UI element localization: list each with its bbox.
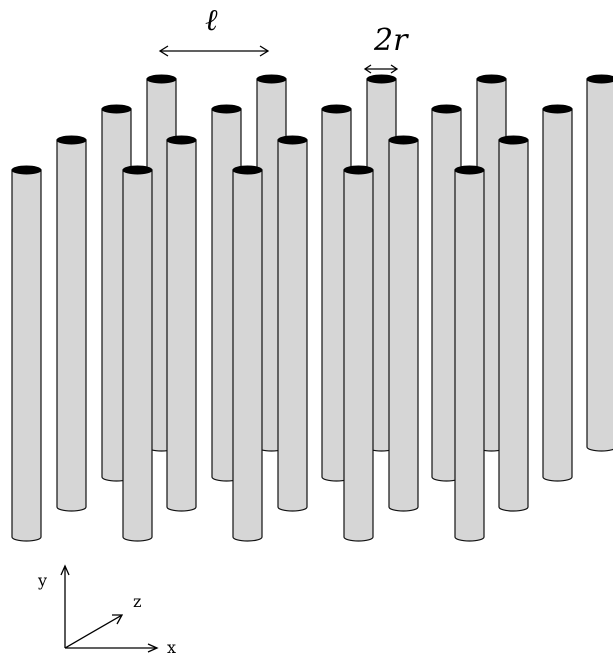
- rod-row-front: [11, 165, 485, 542]
- spacing-dimension: ℓ: [158, 3, 270, 57]
- rod-top-cap: [56, 135, 87, 145]
- rod: [498, 135, 529, 512]
- rod-body: [232, 169, 263, 542]
- rod-top-cap: [277, 135, 308, 145]
- x-axis-label: x: [167, 638, 176, 657]
- rod-top-cap: [11, 165, 42, 175]
- x-axis-arrowhead: [147, 643, 159, 653]
- y-axis-label: y: [37, 571, 47, 590]
- rod-top-cap: [431, 104, 462, 114]
- rod-top-cap: [498, 135, 529, 145]
- rod-body: [122, 169, 153, 542]
- coordinate-axes: y x z: [37, 564, 176, 657]
- diameter-arrowhead-right: [390, 64, 399, 74]
- rod: [56, 135, 87, 512]
- rod: [122, 165, 153, 542]
- rod-top-cap: [146, 74, 177, 84]
- rod-body: [11, 169, 42, 542]
- rod-body: [277, 139, 308, 512]
- spacing-arrowhead-right: [259, 45, 270, 57]
- rod-top-cap: [388, 135, 419, 145]
- rod: [277, 135, 308, 512]
- rod-body: [343, 169, 374, 542]
- rods-layer: [11, 74, 613, 542]
- rod-top-cap: [542, 104, 573, 114]
- rod-body: [586, 78, 613, 452]
- rod-top-cap: [256, 74, 287, 84]
- rod-body: [166, 139, 197, 512]
- diameter-label: 2r: [373, 23, 409, 58]
- rod-body: [542, 108, 573, 482]
- rod-top-cap: [211, 104, 242, 114]
- rod-top-cap: [101, 104, 132, 114]
- rod-top-cap: [454, 165, 485, 175]
- rod-top-cap: [366, 74, 397, 84]
- spacing-arrowhead-left: [158, 45, 169, 57]
- rod-body: [498, 139, 529, 512]
- z-axis-line: [64, 614, 123, 649]
- rod-body: [56, 139, 87, 512]
- z-axis-label: z: [133, 592, 141, 611]
- y-axis-arrowhead: [60, 564, 70, 576]
- rod: [542, 104, 573, 482]
- rod: [586, 74, 613, 452]
- rod: [454, 165, 485, 542]
- rod-body: [454, 169, 485, 542]
- diameter-arrowhead-left: [363, 64, 372, 74]
- rod: [388, 135, 419, 512]
- rod: [343, 165, 374, 542]
- rod: [11, 165, 42, 542]
- rod: [232, 165, 263, 542]
- rod-row-second: [56, 135, 529, 512]
- rod-body: [388, 139, 419, 512]
- rod-top-cap: [321, 104, 352, 114]
- rod: [166, 135, 197, 512]
- rod-top-cap: [343, 165, 374, 175]
- rod-top-cap: [232, 165, 263, 175]
- spacing-label: ℓ: [205, 3, 218, 38]
- rod-top-cap: [122, 165, 153, 175]
- diameter-dimension: 2r: [363, 23, 409, 74]
- rod-top-cap: [476, 74, 507, 84]
- rod-top-cap: [166, 135, 197, 145]
- rod-top-cap: [586, 74, 613, 84]
- z-axis-arrowhead: [112, 614, 124, 625]
